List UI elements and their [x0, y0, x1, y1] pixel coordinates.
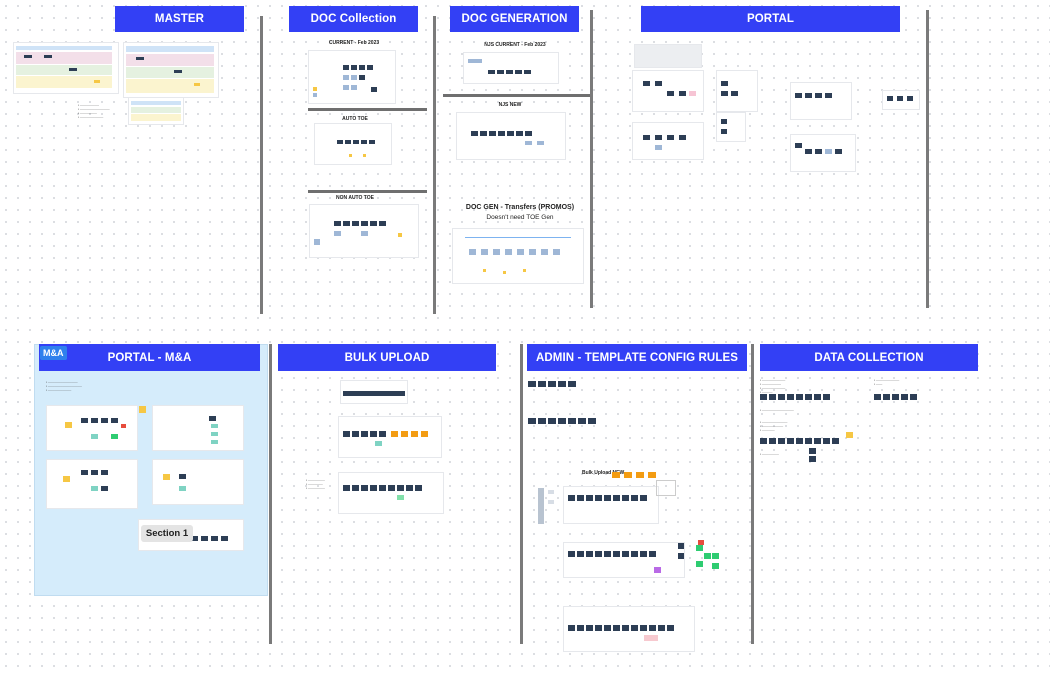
doc-collection-current-diagram[interactable] — [308, 50, 396, 104]
doc-collection-separator — [308, 108, 427, 111]
master-diagram-3[interactable] — [128, 97, 184, 125]
section-title: ADMIN - TEMPLATE CONFIG RULES — [535, 351, 738, 364]
doc-gen-njs-current-diagram[interactable] — [463, 52, 559, 84]
portal-diagram-3[interactable] — [716, 70, 758, 112]
admin-grid-table — [656, 480, 676, 496]
doc-gen-njs-new-diagram[interactable] — [456, 112, 566, 160]
admin-bulk-diagram-2[interactable] — [563, 542, 685, 578]
admin-side-stack — [538, 488, 560, 526]
data-collection-node[interactable] — [809, 448, 816, 454]
section-title: PORTAL - M&A — [107, 351, 192, 364]
data-collection-notes-1: ▪ ─────────── ▪ ───────── ▪ ─────────── … — [760, 378, 786, 394]
section-header-data-collection[interactable]: DATA COLLECTION — [760, 344, 978, 371]
section-title: DOC GENERATION — [461, 13, 568, 25]
data-collection-row-1[interactable] — [760, 394, 834, 402]
bulk-upload-diagram-3[interactable] — [338, 472, 444, 514]
portal-diagram-5[interactable] — [790, 82, 852, 120]
master-diagram-1[interactable] — [13, 42, 119, 94]
portal-ma-diagram-2[interactable] — [139, 405, 244, 451]
doc-collection-separator — [308, 190, 427, 193]
data-collection-notes-2: ▪ ─────────── ▪ ─── — [874, 378, 900, 386]
column-divider — [751, 344, 754, 644]
data-collection-notes-5: ▪ ──────── — [760, 452, 779, 456]
admin-row-2[interactable] — [528, 418, 600, 424]
section-header-portal[interactable]: PORTAL — [641, 6, 900, 32]
section-header-portal-ma[interactable]: PORTAL - M&A — [39, 344, 260, 371]
portal-ma-diagram-1[interactable] — [46, 405, 138, 451]
data-collection-row-3[interactable] — [760, 432, 853, 446]
portal-legend-box[interactable] — [634, 44, 702, 68]
doc-gen-transfers-title: DOC GEN - Transfers (PROMOS) — [465, 204, 575, 211]
column-divider — [590, 10, 593, 308]
ma-tag[interactable]: M&A — [40, 346, 67, 360]
section-title: DATA COLLECTION — [814, 351, 924, 364]
section-title: PORTAL — [746, 13, 795, 25]
doc-gen-transfers-subtitle: Doesn't need TOE Gen — [486, 214, 554, 221]
bulk-upload-diagram-2[interactable] — [338, 416, 442, 458]
section-title: BULK UPLOAD — [344, 351, 430, 364]
column-divider — [520, 344, 523, 644]
portal-diagram-7[interactable] — [882, 90, 920, 110]
column-divider — [926, 10, 929, 308]
column-divider — [260, 16, 263, 314]
data-collection-row-2[interactable] — [874, 394, 924, 402]
doc-gen-njs-current-caption: NJS CURRENT - Feb 2023 — [484, 42, 546, 48]
portal-ma-diagram-3[interactable] — [46, 459, 138, 509]
portal-diagram-4[interactable] — [716, 112, 746, 142]
section-header-doc-collection[interactable]: DOC Collection — [289, 6, 418, 32]
data-collection-node[interactable] — [809, 456, 816, 462]
admin-row-1[interactable] — [528, 381, 578, 387]
section-header-doc-generation[interactable]: DOC GENERATION — [450, 6, 579, 32]
master-diagram-2[interactable] — [123, 42, 219, 98]
portal-ma-notes: ▪ ────────────── ▪ ──────────────── ▪ ──… — [46, 380, 82, 392]
doc-collection-auto-toe-caption: AUTO TOE — [342, 116, 368, 122]
admin-bulk-upload-new-caption: Bulk Upload NEW — [582, 470, 625, 476]
doc-gen-transfers-diagram[interactable] — [452, 228, 584, 284]
column-divider — [433, 16, 436, 314]
admin-orange-tags — [612, 472, 662, 480]
section-header-admin[interactable]: ADMIN - TEMPLATE CONFIG RULES — [527, 344, 747, 371]
portal-diagram-1[interactable] — [632, 70, 704, 112]
doc-collection-non-auto-toe-diagram[interactable] — [309, 204, 419, 258]
column-divider — [269, 344, 272, 644]
portal-ma-diagram-4[interactable] — [152, 459, 244, 505]
doc-gen-separator — [443, 94, 590, 97]
admin-bulk-diagram-3[interactable] — [563, 606, 695, 652]
doc-collection-auto-toe-diagram[interactable] — [314, 123, 392, 165]
data-collection-notes-3: ▪ ─────────────── — [760, 408, 794, 412]
bulk-upload-diagram-1[interactable] — [340, 380, 408, 404]
portal-diagram-2[interactable] — [632, 122, 704, 160]
section-header-master[interactable]: MASTER — [115, 6, 244, 32]
data-collection-notes-4: ▪ ──────────── ▪ ────────── ▪ ────── — [760, 420, 788, 432]
section-label-badge[interactable]: Section 1 — [141, 525, 193, 542]
section-title: MASTER — [154, 13, 205, 25]
section-header-bulk-upload[interactable]: BULK UPLOAD — [278, 344, 496, 371]
section-title: DOC Collection — [310, 13, 397, 25]
doc-collection-current-caption: CURRENT - Feb 2023 — [328, 40, 380, 46]
doc-gen-njs-new-caption: NJS NEW — [498, 102, 522, 108]
bulk-upload-notes: ▪ ──────── ▪ ─────── ▪ ──────── — [306, 478, 325, 490]
admin-status-squares — [678, 540, 724, 573]
admin-bulk-diagram-1[interactable] — [563, 486, 659, 524]
doc-collection-non-auto-toe-caption: NON AUTO TOE — [336, 195, 374, 201]
master-notes: ▪ ───────── ▪ ────────────── ▪ ──────── … — [78, 103, 110, 119]
portal-diagram-6[interactable] — [790, 134, 856, 172]
